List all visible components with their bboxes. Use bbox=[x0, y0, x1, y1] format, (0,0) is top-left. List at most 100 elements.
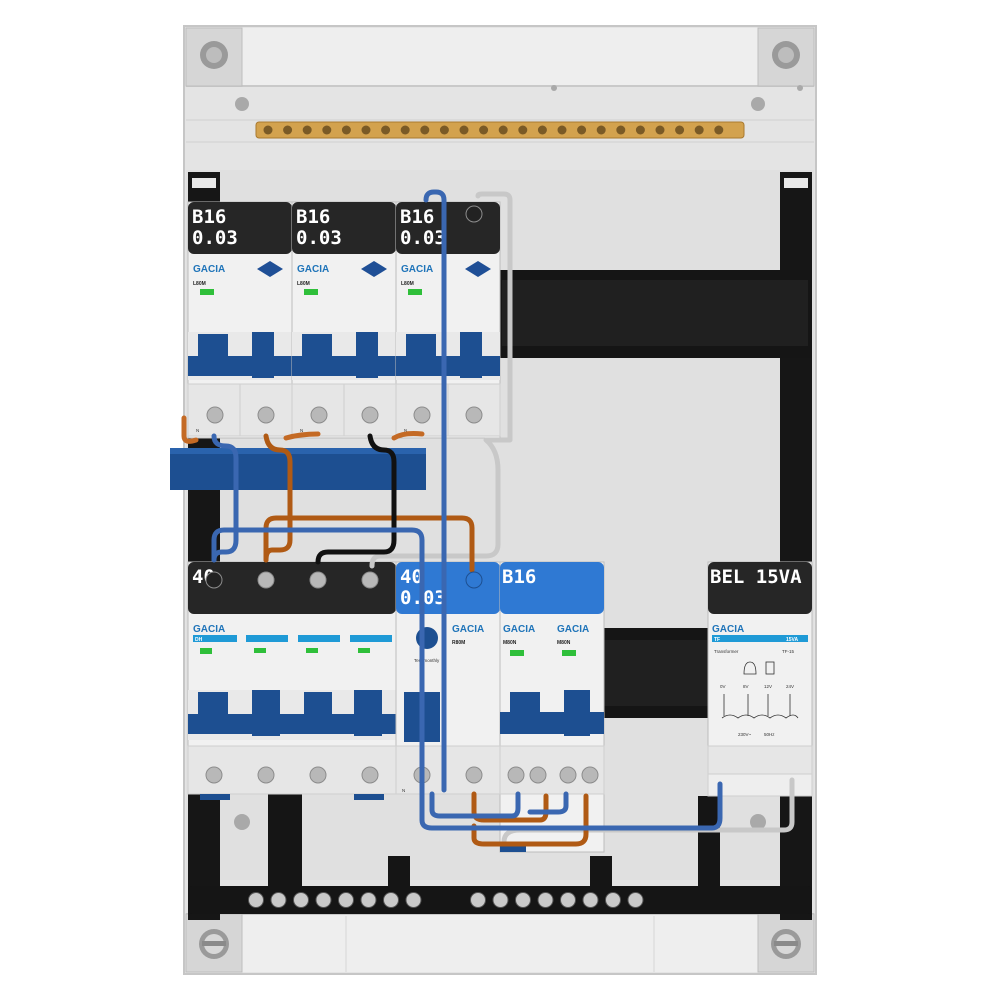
mcb-model-2: M80N bbox=[557, 640, 571, 646]
busbar-hole bbox=[263, 125, 273, 135]
rcd-40-0-03[interactable]: 40 0.03 GACIA R80M Test monthly bbox=[395, 561, 501, 795]
bottom-row-terminal-screws bbox=[205, 766, 599, 784]
busbar-hole bbox=[694, 125, 704, 135]
terminal-screw bbox=[248, 892, 264, 908]
busbar-hole bbox=[439, 125, 449, 135]
busbar-screw-holes bbox=[263, 125, 724, 135]
earth-busbar bbox=[255, 121, 745, 139]
terminal-screw bbox=[560, 892, 576, 908]
main-switch-40[interactable]: 40 GACIA DH bbox=[187, 561, 397, 795]
tap-2: 12V bbox=[764, 684, 772, 689]
tap-1: 8V bbox=[743, 684, 749, 689]
tap-0: 0V bbox=[720, 684, 726, 689]
blue-rcd-out bbox=[429, 791, 521, 819]
rcd-rating: 40 bbox=[400, 566, 423, 588]
busbar-hole bbox=[498, 125, 508, 135]
mcb-brand-1: GACIA bbox=[503, 624, 535, 635]
rcbo-3-model: L80M bbox=[401, 281, 414, 287]
terminal-screw bbox=[315, 892, 332, 908]
terminal-screw bbox=[293, 892, 309, 908]
terminal-screw bbox=[515, 892, 531, 908]
busbar-hole bbox=[616, 125, 626, 135]
terminal-screw bbox=[338, 892, 354, 908]
busbar-hole bbox=[400, 125, 410, 135]
blue-main-riser bbox=[423, 189, 447, 793]
busbar-hole bbox=[381, 125, 391, 135]
panel-fixing-holes bbox=[234, 85, 803, 830]
wire-terminal-caps bbox=[205, 205, 483, 589]
busbar-hole bbox=[341, 125, 351, 135]
terminal-screw bbox=[383, 892, 399, 908]
busbar-hole bbox=[675, 125, 685, 135]
blue-neutral-wire-2 bbox=[211, 527, 723, 831]
corner-screw-bottom-left bbox=[185, 913, 243, 973]
rcbo-1-brand: GACIA bbox=[193, 264, 225, 275]
transformer-symbol-icon bbox=[765, 661, 775, 675]
rcbo-module-3[interactable]: B16 0.03 GACIA L80M bbox=[395, 201, 501, 439]
mcb-brand-2: GACIA bbox=[557, 624, 589, 635]
transformer-badge: 15VA bbox=[786, 637, 799, 643]
busbar-hole bbox=[596, 125, 606, 135]
top-row-devices: B16 0.03 GACIA L80M B16 0.03 GACIA L80M bbox=[187, 201, 501, 439]
terminal-screw bbox=[470, 892, 486, 908]
rcbo-3-brand: GACIA bbox=[401, 264, 433, 275]
transformer-input: 230V~ bbox=[738, 732, 752, 737]
black-wire bbox=[315, 433, 397, 565]
rcd-bottom-clips bbox=[200, 794, 526, 852]
main-switch-model: DH bbox=[195, 637, 203, 643]
busbar-hole bbox=[655, 125, 665, 135]
busbar-hole bbox=[420, 125, 430, 135]
terminal-screw bbox=[492, 892, 509, 908]
corner-screw-top-left bbox=[185, 27, 243, 87]
wiring bbox=[181, 189, 795, 847]
rcbo-2-model: L80M bbox=[297, 281, 310, 287]
bell-transformer[interactable]: BEL 15VA GACIA TF 15VA Transformer TF-15… bbox=[707, 561, 813, 797]
busbar-hole bbox=[557, 125, 567, 135]
rcbo-1-model: L80M bbox=[193, 281, 206, 287]
top-row-terminal-screws bbox=[206, 406, 483, 424]
terminal-screw bbox=[627, 892, 644, 908]
rcbo-3-sensitivity: 0.03 bbox=[400, 227, 446, 249]
winding-icon bbox=[721, 694, 799, 719]
rcbo-3-rating: B16 bbox=[400, 206, 434, 228]
transformer-freq: 50Hz bbox=[764, 732, 775, 737]
rcbo-module-2[interactable]: B16 0.03 GACIA L80M bbox=[291, 201, 397, 439]
busbar-hole bbox=[537, 125, 547, 135]
terminal-screw bbox=[537, 892, 554, 908]
bell-icon bbox=[743, 661, 757, 675]
busbar-hole bbox=[459, 125, 469, 135]
busbar-hole bbox=[518, 125, 528, 135]
blue-mcb-out bbox=[527, 791, 569, 815]
brown-live-wire-2 bbox=[263, 515, 475, 573]
terminal-screw bbox=[270, 892, 287, 908]
terminal-block-screws bbox=[248, 892, 644, 908]
brown-top-jumpers bbox=[181, 415, 425, 444]
transformer-model: TF bbox=[714, 637, 720, 643]
busbar-hole bbox=[479, 125, 489, 135]
busbar-hole bbox=[635, 125, 645, 135]
corner-screw-bottom-right bbox=[757, 913, 815, 973]
transformer-code: TF-15 bbox=[782, 649, 794, 654]
grey-neutral-wire bbox=[369, 191, 795, 845]
busbar-hole bbox=[714, 125, 724, 135]
busbar-hole bbox=[577, 125, 587, 135]
rcbo-2-sensitivity: 0.03 bbox=[296, 227, 342, 249]
corner-screw-top-right bbox=[757, 27, 815, 87]
test-button-icon[interactable] bbox=[416, 627, 438, 649]
rcd-model: R80M bbox=[452, 640, 465, 646]
busbar-hole bbox=[361, 125, 371, 135]
mcb-rating: B16 bbox=[502, 566, 536, 588]
mcb-model-1: M80N bbox=[503, 640, 517, 646]
terminal-screw bbox=[360, 892, 377, 908]
rcbo-module-1[interactable]: B16 0.03 GACIA L80M bbox=[187, 201, 293, 439]
rcbo-1-sensitivity: 0.03 bbox=[192, 227, 238, 249]
rcd-brand: GACIA bbox=[452, 624, 484, 635]
brand-diamond-icon bbox=[361, 261, 387, 277]
transformer-brand: GACIA bbox=[712, 624, 744, 635]
transformer-label: BEL 15VA bbox=[710, 566, 802, 588]
main-switch-brand: GACIA bbox=[193, 624, 225, 635]
rcbo-2-rating: B16 bbox=[296, 206, 330, 228]
brand-diamond-icon bbox=[257, 261, 283, 277]
brand-diamond-icon bbox=[465, 261, 491, 277]
